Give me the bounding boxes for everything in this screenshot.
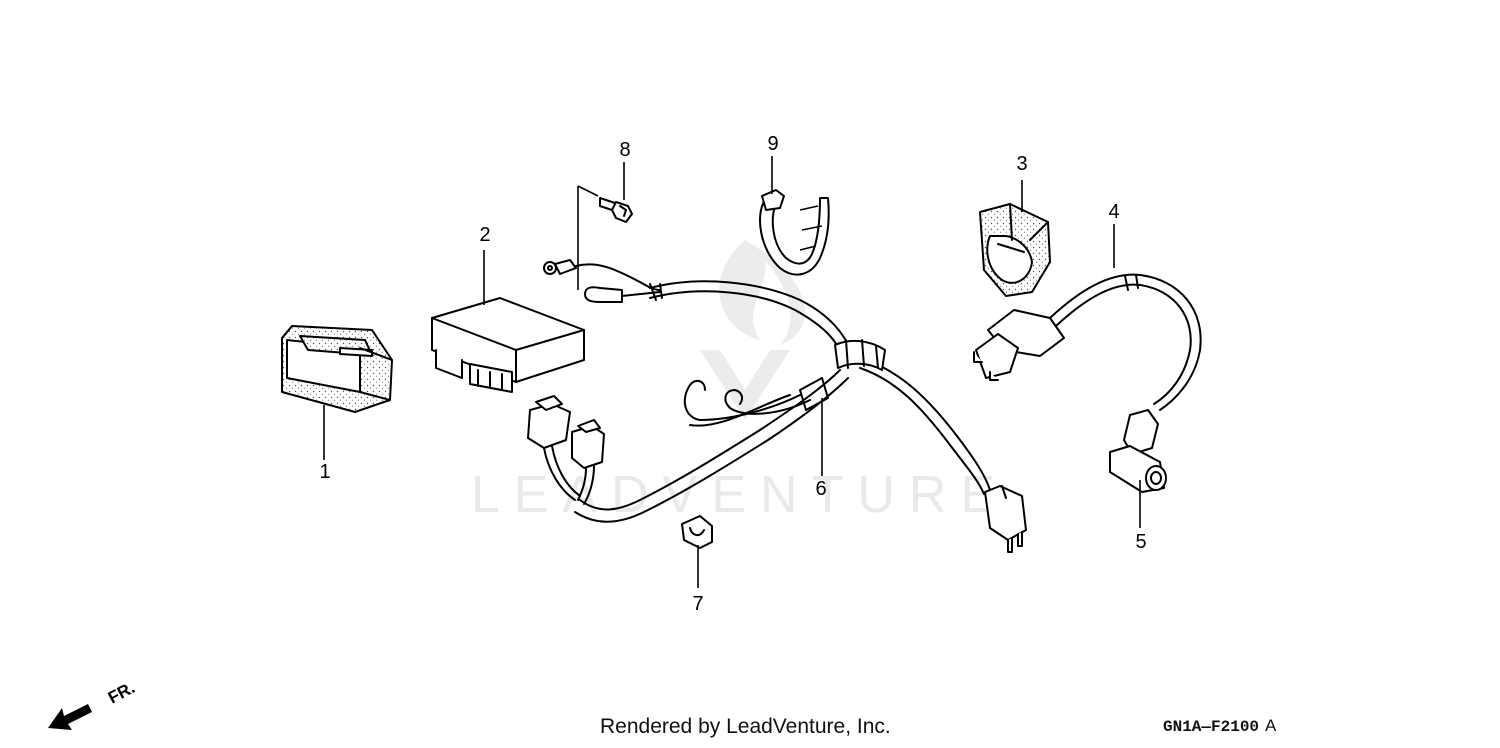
part-7-clamp[interactable] [681, 515, 713, 549]
watermark-text: LEADVENTURE [471, 466, 1009, 524]
callout-5: 5 [1135, 531, 1146, 553]
front-direction-indicator: FR. [48, 678, 138, 730]
part-9-band[interactable] [759, 189, 830, 276]
callouts: 1 2 3 4 5 6 7 8 9 [319, 133, 1146, 615]
callout-3: 3 [1016, 153, 1027, 175]
rendered-by-credit: Rendered by LeadVenture, Inc. [600, 715, 891, 738]
callout-4: 4 [1108, 201, 1119, 223]
part-4-ignition-coil[interactable] [973, 273, 1202, 411]
callout-1: 1 [319, 461, 330, 483]
diagram-code: GN1A—F2100 A [1163, 716, 1276, 736]
front-label: FR. [105, 678, 138, 708]
front-arrow-icon [48, 704, 92, 730]
callout-8: 8 [619, 139, 630, 161]
callout-2: 2 [479, 224, 490, 246]
part-1-connector-cover[interactable] [281, 325, 393, 413]
part-5-spark-plug-cap[interactable] [1109, 409, 1167, 493]
part-2-control-module[interactable] [431, 297, 585, 393]
callout-9: 9 [767, 133, 778, 155]
part-8-bolt[interactable] [577, 185, 633, 290]
watermark: LEADVENTURE [471, 240, 1009, 524]
callout-7: 7 [692, 593, 703, 615]
part-6-wire-harness[interactable] [527, 259, 1027, 553]
callout-6: 6 [815, 478, 826, 500]
diagram-code-main: GN1A—F2100 [1163, 718, 1260, 736]
leader-lines [323, 156, 1141, 588]
diagram-code-suffix: A [1265, 716, 1277, 735]
part-3-cap[interactable] [979, 203, 1051, 297]
